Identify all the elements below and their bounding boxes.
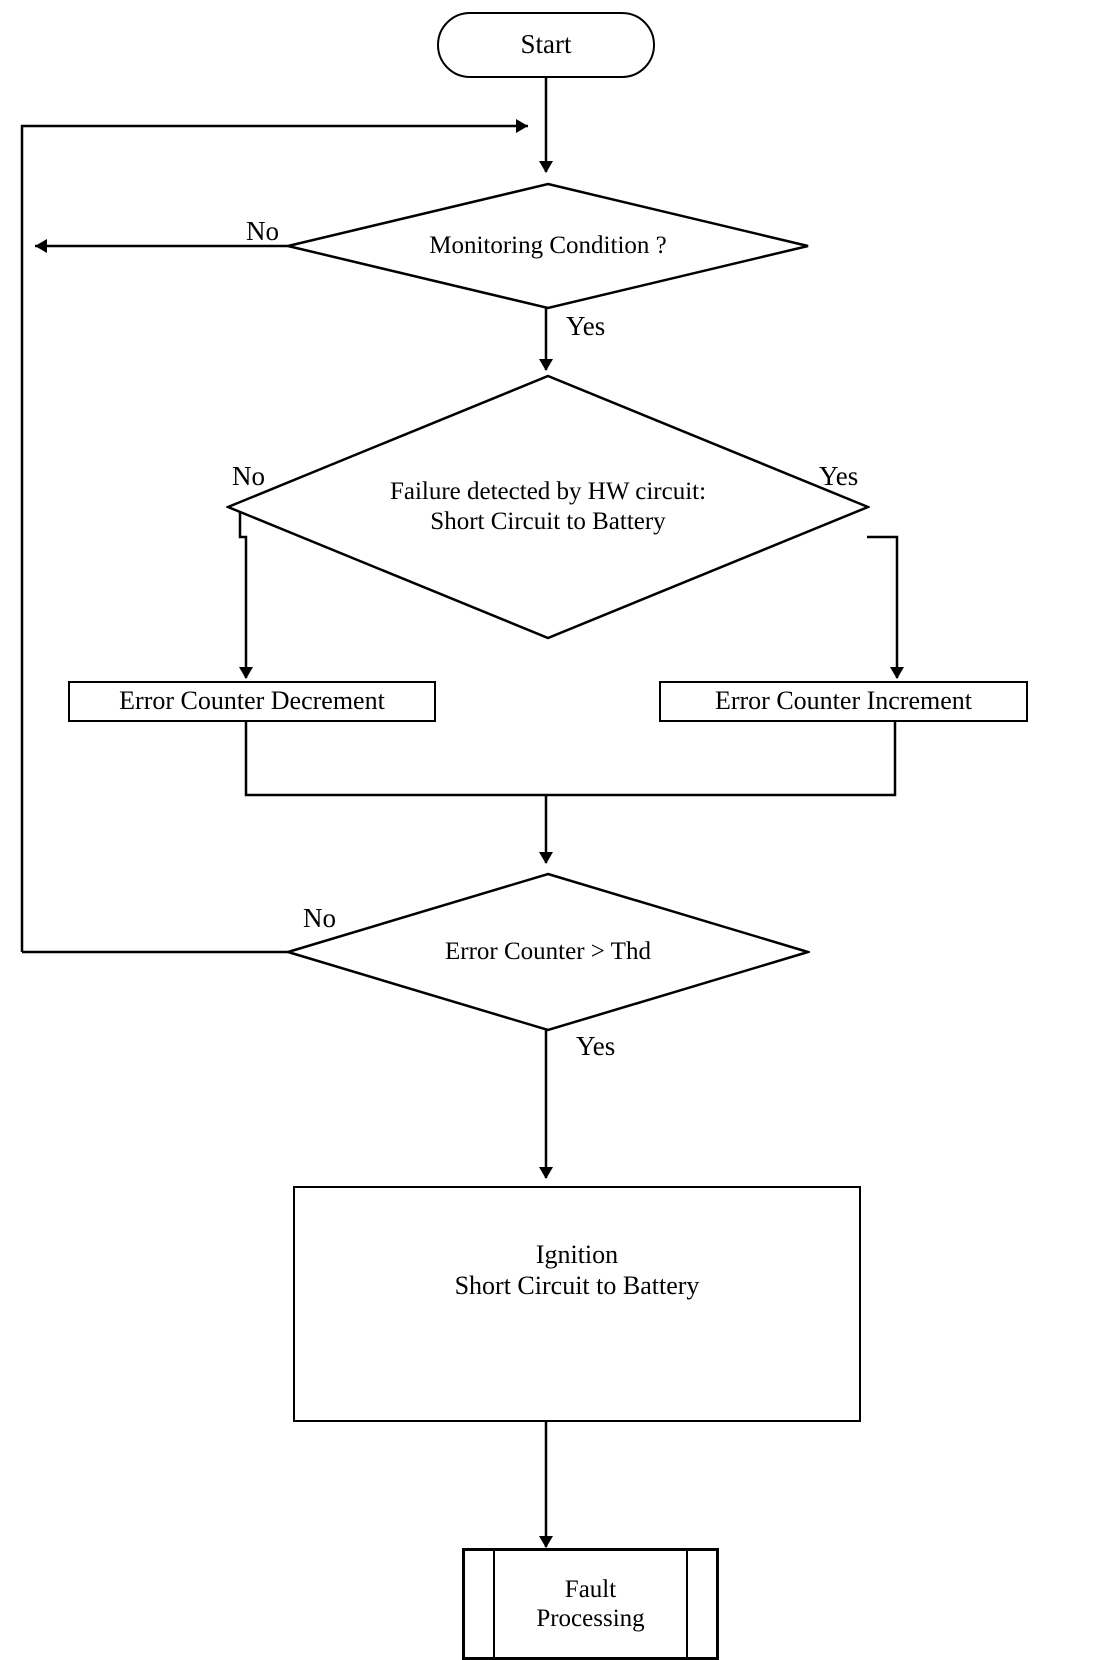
decision-threshold-label: Error Counter > Thd [445, 937, 651, 965]
edge-label-threshold-no: No [303, 903, 336, 933]
node-process-decrement[interactable]: Error Counter Decrement [68, 681, 436, 722]
edge-merge-counters [244, 719, 897, 797]
start-label: Start [520, 29, 572, 60]
edge-label-failure-yes: Yes [819, 461, 859, 491]
decision-monitoring-label: Monitoring Condition ? [429, 231, 667, 259]
edge-label-monitoring-no: No [246, 216, 279, 246]
node-process-increment[interactable]: Error Counter Increment [659, 681, 1028, 722]
node-decision-failure[interactable]: Failure detected by HW circuit: Short Ci… [226, 374, 870, 640]
predefined-fault-line2: Processing [536, 1605, 645, 1632]
edge-label-failure-no: No [232, 461, 265, 491]
node-decision-threshold[interactable]: Error Counter > Thd [286, 872, 810, 1032]
decision-failure-label: Failure detected by HW circuit: Short Ci… [303, 477, 792, 538]
predefined-left-bar [493, 1551, 495, 1657]
node-start[interactable]: Start [437, 12, 655, 78]
predefined-fault-text: Fault Processing [465, 1575, 716, 1634]
decision-failure-line2: Short Circuit to Battery [430, 508, 666, 535]
process-increment-label: Error Counter Increment [714, 686, 972, 716]
node-process-ignition[interactable]: Ignition Short Circuit to Battery [293, 1186, 861, 1422]
diamond-shape-monitoring [287, 182, 809, 310]
process-decrement-label: Error Counter Decrement [119, 686, 385, 716]
edge-label-monitoring-yes: Yes [566, 311, 606, 341]
diamond-shape-failure [226, 374, 870, 640]
process-ignition-line2: Short Circuit to Battery [454, 1270, 700, 1300]
decision-failure-line1: Failure detected by HW circuit: [389, 477, 707, 505]
edge-label-threshold-yes: Yes [576, 1031, 616, 1061]
predefined-fault-line1: Fault [564, 1575, 617, 1603]
process-ignition-text: Ignition Short Circuit to Battery [455, 1240, 700, 1301]
predefined-right-bar [686, 1551, 688, 1657]
diamond-shape-threshold [286, 872, 810, 1032]
node-predefined-fault-processing[interactable]: Fault Processing [462, 1548, 719, 1660]
node-decision-monitoring[interactable]: Monitoring Condition ? [286, 182, 810, 310]
edge-failure-yes [867, 535, 904, 679]
process-ignition-line1: Ignition [535, 1240, 619, 1269]
